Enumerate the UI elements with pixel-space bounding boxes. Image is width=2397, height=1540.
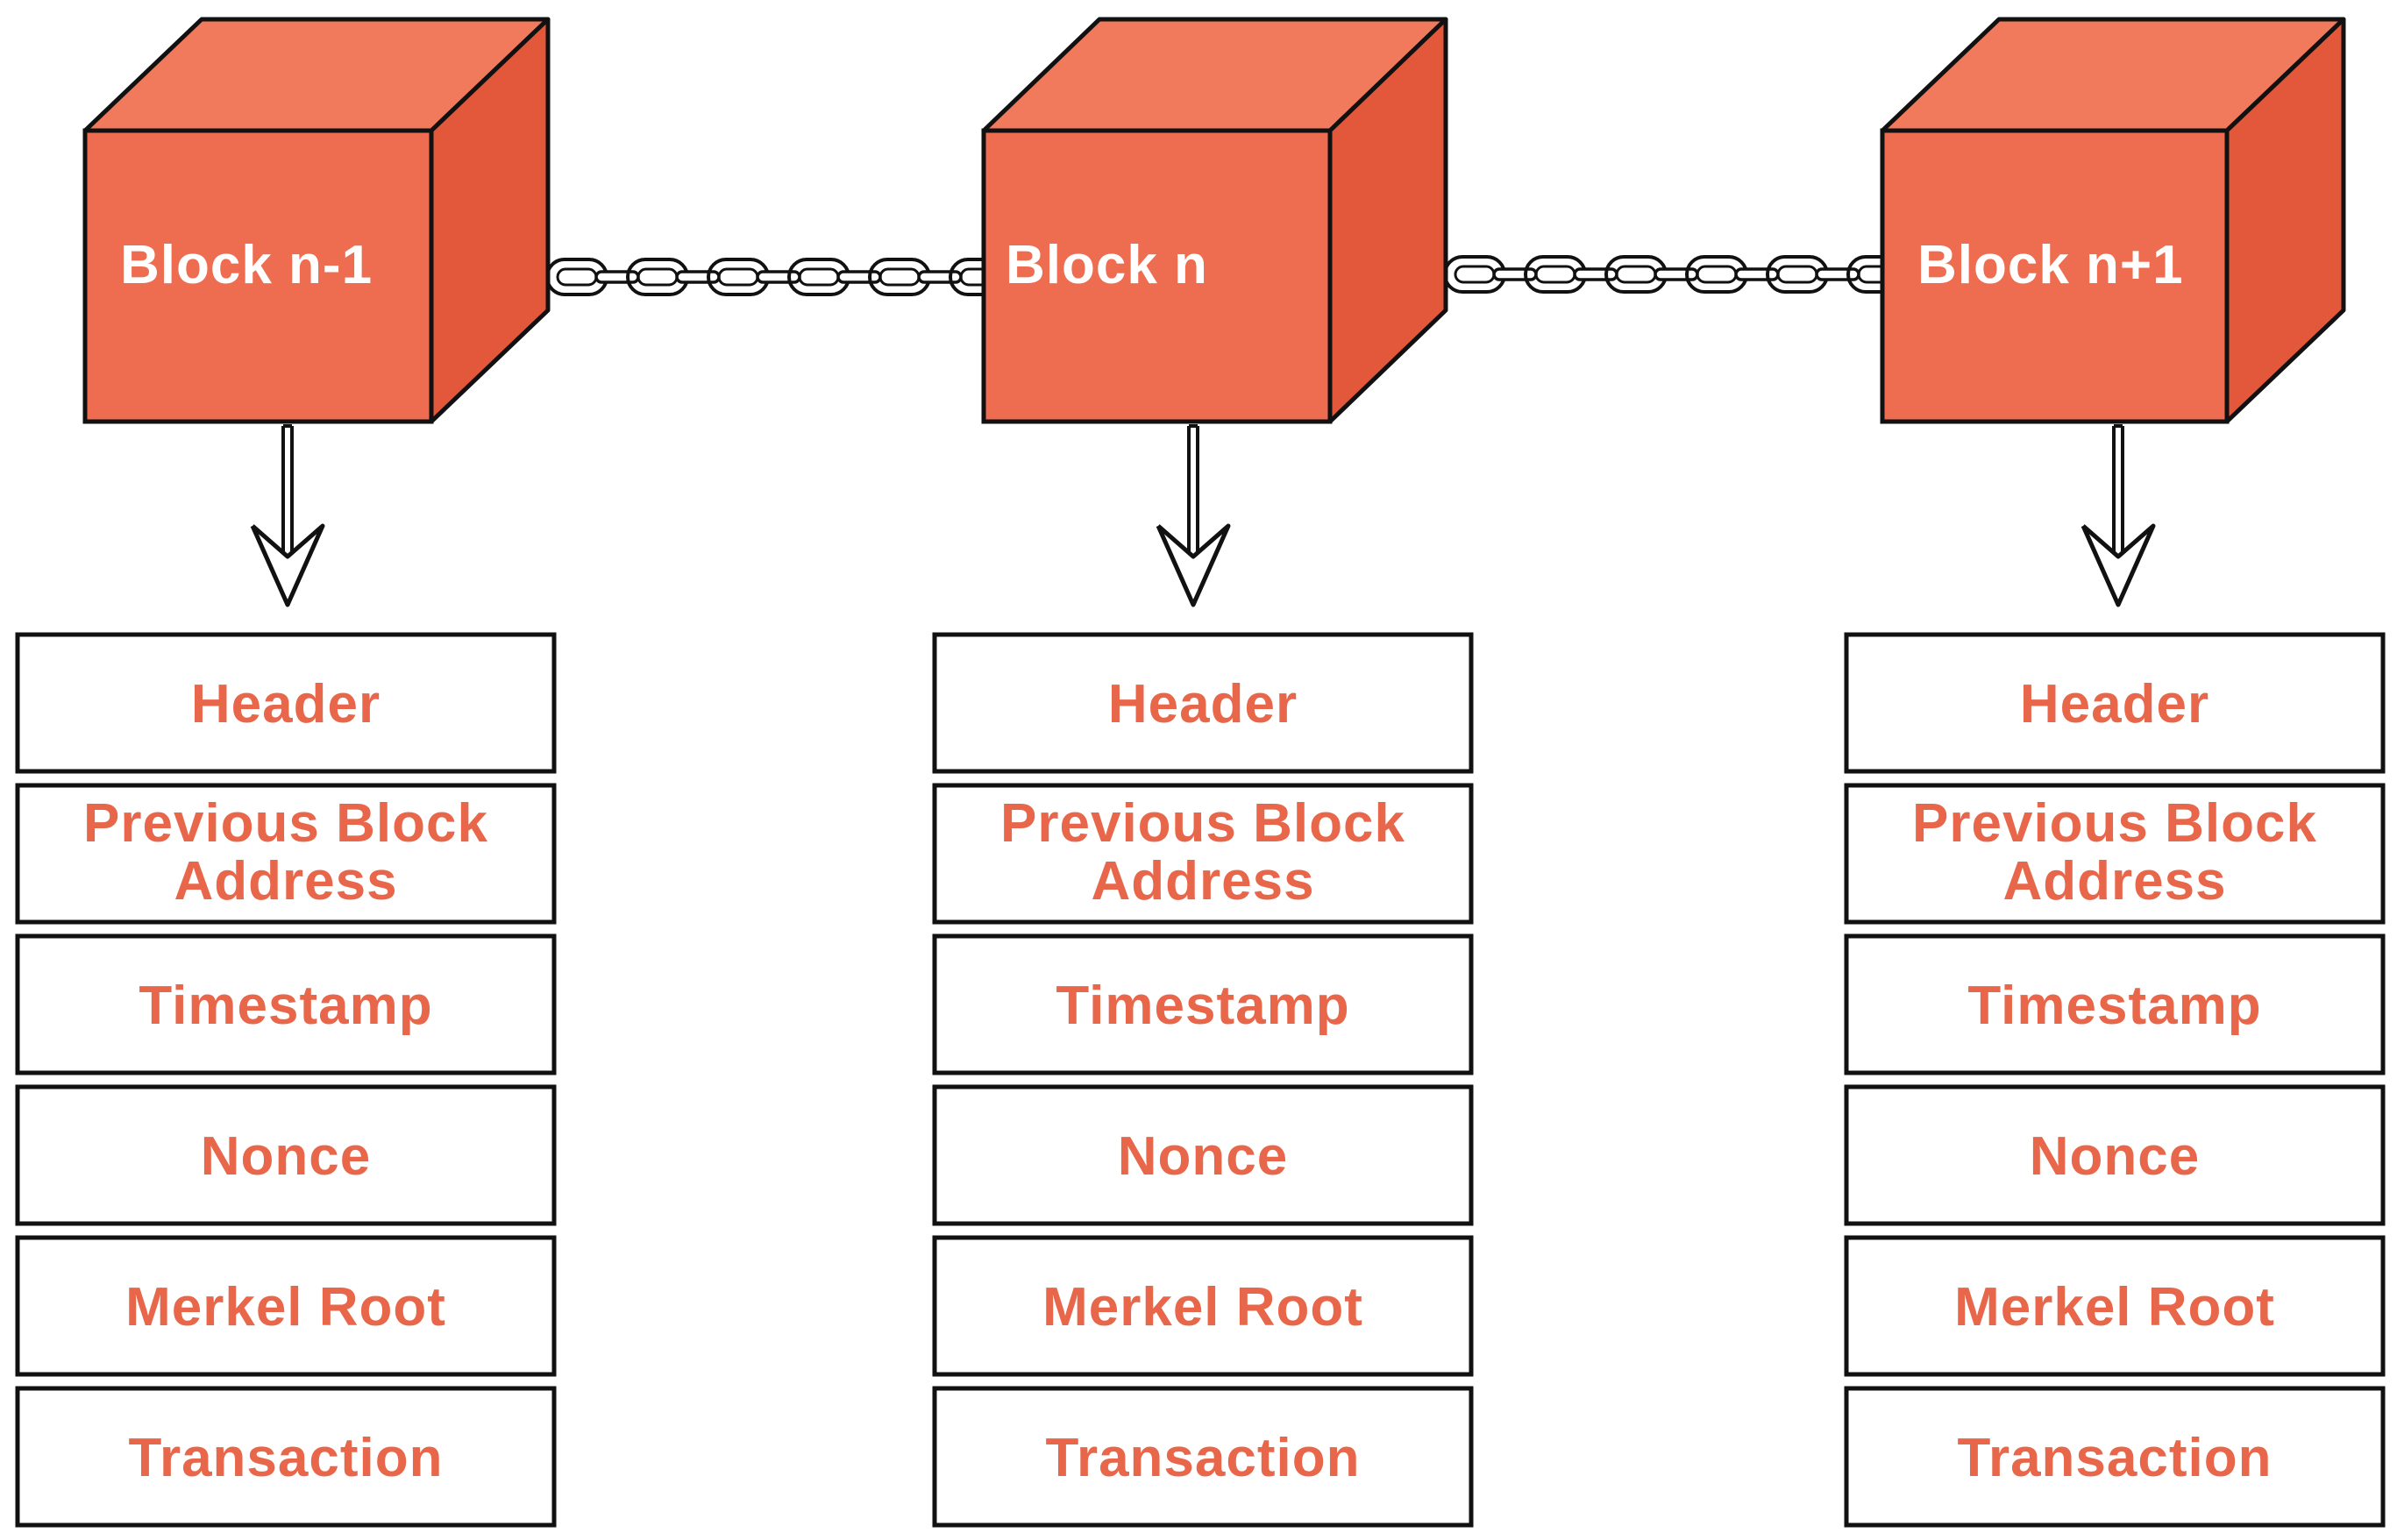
field-label: Nonce [1118, 1126, 1288, 1187]
field-row: Transaction [1844, 1386, 2386, 1528]
cube-front-face [1880, 128, 2230, 424]
field-label: Transaction [129, 1428, 444, 1488]
field-box [932, 933, 1474, 1075]
down-arrow-icon [250, 424, 325, 607]
field-row: Header [15, 632, 557, 774]
field-box [932, 1084, 1474, 1226]
chain-link-2 [1443, 255, 1910, 294]
field-label: Merkel Root [1042, 1277, 1363, 1338]
field-label: Timestamp [1967, 976, 2261, 1036]
field-label: Header [191, 674, 381, 735]
field-label: Transaction [1958, 1428, 2273, 1488]
chain-link-1 [545, 258, 1012, 296]
field-row: Header [1844, 632, 2386, 774]
block-cube: Block n [981, 17, 1448, 424]
field-label: Merkel Root [125, 1277, 446, 1338]
field-label: Nonce [2030, 1126, 2200, 1187]
field-label: Timestamp [1056, 976, 1349, 1036]
field-label: Header [1108, 674, 1298, 735]
field-box [1844, 933, 2386, 1075]
arrows [250, 424, 2156, 607]
field-row: Merkel Root [15, 1235, 557, 1377]
field-row: Header [932, 632, 1474, 774]
field-box [1844, 1084, 2386, 1226]
block-label: Block n [1006, 235, 1208, 295]
field-label: Timestamp [139, 976, 432, 1036]
block-label: Block n+1 [1917, 235, 2184, 295]
field-row: Timestamp [932, 933, 1474, 1075]
field-box [15, 933, 557, 1075]
field-label: Merkel Root [1954, 1277, 2275, 1338]
field-box [15, 1386, 557, 1528]
field-box [15, 632, 557, 774]
field-row: Nonce [1844, 1084, 2386, 1226]
field-box [932, 1386, 1474, 1528]
cube-front-face [981, 128, 1333, 424]
field-box [15, 783, 557, 925]
field-box [932, 632, 1474, 774]
down-arrow-icon [2080, 424, 2156, 607]
field-box [1844, 783, 2386, 925]
field-row: Timestamp [15, 933, 557, 1075]
field-label: Header [2020, 674, 2209, 735]
block-cube: Block n+1 [1880, 17, 2346, 424]
field-box [15, 1084, 557, 1226]
blocks: Block n-1 Block n Block n+1 [82, 17, 2346, 424]
field-row: Transaction [932, 1386, 1474, 1528]
field-row: Merkel Root [932, 1235, 1474, 1377]
field-box [1844, 1386, 2386, 1528]
field-row: Merkel Root [1844, 1235, 2386, 1377]
down-arrow-icon [1156, 424, 1231, 607]
block-cube: Block n-1 [82, 17, 551, 424]
field-row: Transaction [15, 1386, 557, 1528]
field-label: Nonce [201, 1126, 371, 1187]
cube-front-face [82, 128, 434, 424]
field-box [1844, 1235, 2386, 1377]
field-box [932, 783, 1474, 925]
field-label: Transaction [1046, 1428, 1361, 1488]
field-row: Nonce [932, 1084, 1474, 1226]
field-box [15, 1235, 557, 1377]
block-label: Block n-1 [120, 235, 373, 295]
field-box [932, 1235, 1474, 1377]
field-box [1844, 632, 2386, 774]
field-row: Timestamp [1844, 933, 2386, 1075]
field-row: Nonce [15, 1084, 557, 1226]
